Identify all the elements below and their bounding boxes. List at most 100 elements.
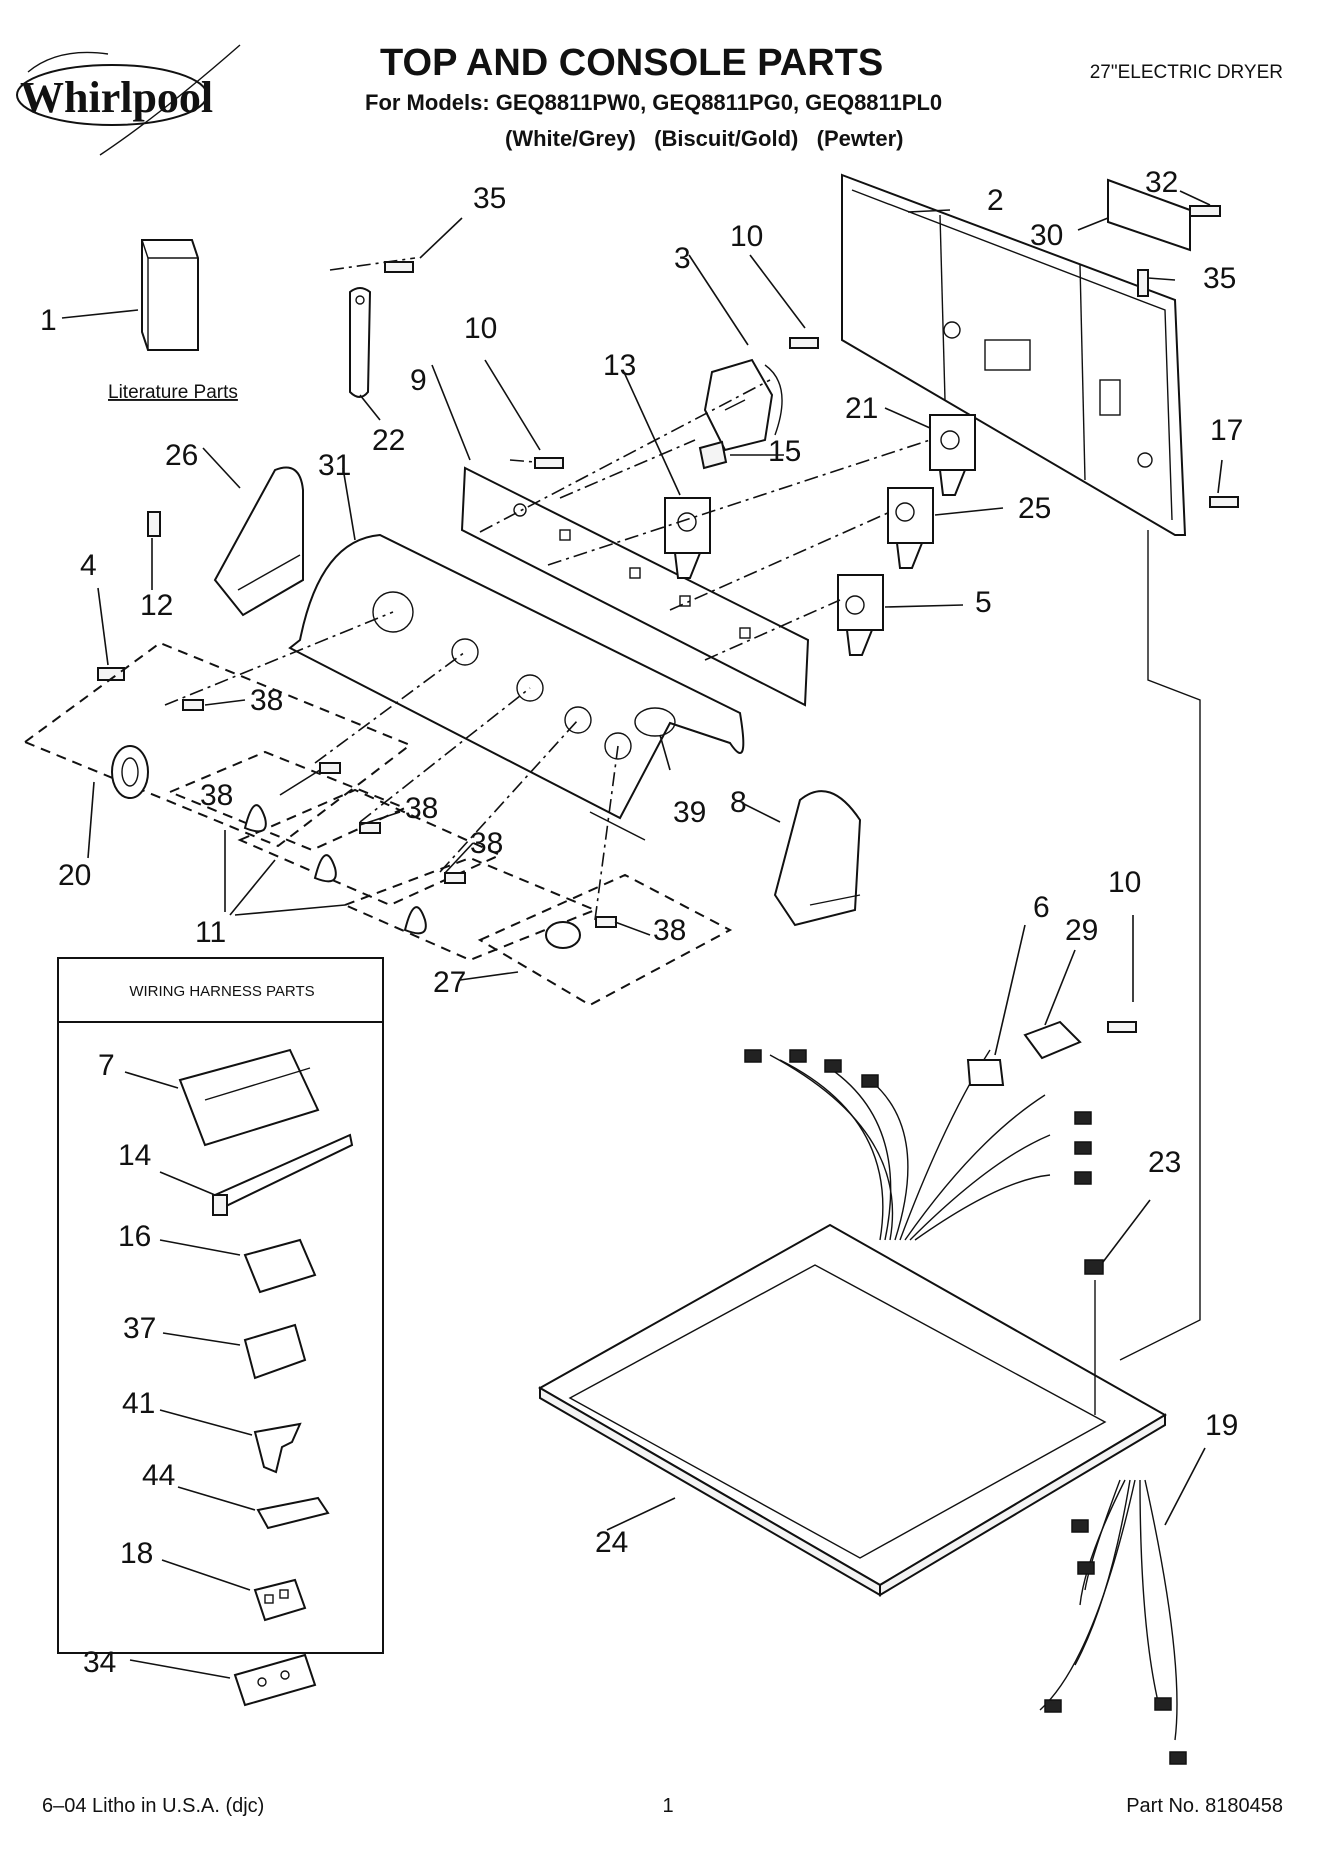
knob-group-outline bbox=[237, 788, 503, 907]
callout-7: 7 bbox=[98, 1049, 115, 1082]
leader-arrows bbox=[61, 190, 1223, 1679]
knob-group-outline bbox=[22, 641, 412, 848]
brand-logo-text: Whirlpool bbox=[20, 73, 213, 122]
bracket-holes bbox=[513, 503, 751, 639]
knob-group-outline bbox=[477, 873, 733, 1007]
callout-1: 1 bbox=[40, 304, 57, 337]
connector-part-18 bbox=[253, 1578, 307, 1622]
wiring-box-title: WIRING HARNESS PARTS bbox=[129, 983, 314, 1000]
callout-2: 2 bbox=[987, 184, 1004, 217]
callout-20: 20 bbox=[58, 859, 91, 892]
callout-35-top: 35 bbox=[473, 182, 506, 215]
wire-clip-23 bbox=[1084, 1259, 1104, 1275]
console-bracket bbox=[460, 466, 810, 707]
callout-numbers: 1 2 3 4 5 6 7 8 9 10 10 10 11 12 13 14 1… bbox=[40, 166, 1243, 1679]
harness-bracket-6 bbox=[966, 1020, 1082, 1086]
wiring-harness-box bbox=[57, 957, 384, 1654]
callout-24: 24 bbox=[595, 1526, 628, 1559]
callout-12: 12 bbox=[140, 589, 173, 622]
callout-23: 23 bbox=[1148, 1146, 1181, 1179]
cable-tie-part-14 bbox=[212, 1133, 354, 1216]
callout-44: 44 bbox=[142, 1459, 175, 1492]
alignment-lines bbox=[164, 257, 931, 921]
clip-part-41 bbox=[253, 1422, 302, 1474]
screw-icon bbox=[1209, 496, 1239, 508]
callout-38-e: 38 bbox=[653, 914, 686, 947]
selector-knob bbox=[313, 854, 337, 883]
literature-label: Literature Parts bbox=[108, 382, 238, 403]
callout-3: 3 bbox=[674, 242, 691, 275]
models-line: For Models: GEQ8811PW0, GEQ8811PG0, GEQ8… bbox=[365, 90, 942, 115]
rotary-switch-25 bbox=[887, 487, 934, 569]
callout-8: 8 bbox=[730, 786, 747, 819]
callout-13: 13 bbox=[603, 349, 636, 382]
callout-34: 34 bbox=[83, 1646, 116, 1679]
callout-4: 4 bbox=[80, 549, 97, 582]
callout-10-harness: 10 bbox=[1108, 866, 1141, 899]
callout-35-right: 35 bbox=[1203, 262, 1236, 295]
callout-14: 14 bbox=[118, 1139, 151, 1172]
rear-console-panel bbox=[841, 173, 1187, 536]
terminal-part-44 bbox=[256, 1496, 330, 1530]
callout-10-mid: 10 bbox=[464, 312, 497, 345]
callout-17: 17 bbox=[1210, 414, 1243, 447]
control-console bbox=[288, 533, 745, 841]
screw-icon bbox=[534, 457, 564, 469]
wire-harness-upper bbox=[744, 1049, 1092, 1241]
callout-38-a: 38 bbox=[250, 684, 283, 717]
literature-parts-icon bbox=[141, 239, 199, 351]
callout-22: 22 bbox=[372, 424, 405, 457]
connector-part-34 bbox=[233, 1653, 317, 1707]
callout-18: 18 bbox=[120, 1537, 153, 1570]
knob-spring bbox=[319, 762, 341, 774]
rotary-switch-5 bbox=[837, 574, 884, 656]
bracket-part bbox=[349, 287, 372, 398]
colors-line: (White/Grey) (Biscuit/Gold) (Pewter) bbox=[505, 126, 903, 151]
knob-spring bbox=[359, 822, 381, 834]
callout-6: 6 bbox=[1033, 891, 1050, 924]
connector-part-37 bbox=[243, 1323, 307, 1380]
control-board-card bbox=[1107, 178, 1191, 252]
callout-32: 32 bbox=[1145, 166, 1178, 199]
callout-30: 30 bbox=[1030, 219, 1063, 252]
page-title: TOP AND CONSOLE PARTS bbox=[380, 42, 883, 84]
callout-10-top: 10 bbox=[730, 220, 763, 253]
product-type: 27"ELECTRIC DRYER bbox=[1090, 62, 1283, 83]
knob-group-outline bbox=[167, 750, 408, 852]
callout-29: 29 bbox=[1065, 914, 1098, 947]
callout-37: 37 bbox=[123, 1312, 156, 1345]
part-number: Part No. 8180458 bbox=[1126, 1795, 1283, 1817]
callout-38-d: 38 bbox=[470, 827, 503, 860]
callout-38-c: 38 bbox=[405, 792, 438, 825]
selector-knob bbox=[243, 804, 267, 833]
knob-group-outline bbox=[342, 856, 598, 962]
connector-part-16 bbox=[243, 1238, 317, 1294]
rotary-switch-21 bbox=[929, 414, 976, 496]
callout-31: 31 bbox=[318, 449, 351, 482]
callout-41: 41 bbox=[122, 1387, 155, 1420]
callout-11: 11 bbox=[195, 916, 226, 949]
callout-38-b: 38 bbox=[200, 779, 233, 812]
litho-note: 6–04 Litho in U.S.A. (djc) bbox=[42, 1795, 264, 1817]
callout-27: 27 bbox=[433, 966, 466, 999]
whirlpool-logo: Whirlpool bbox=[16, 44, 241, 156]
wire-harness-lower bbox=[1039, 1479, 1187, 1765]
callout-19: 19 bbox=[1205, 1409, 1238, 1442]
screw-icon bbox=[789, 337, 819, 349]
selector-knob bbox=[403, 906, 427, 935]
small-clip-part bbox=[698, 440, 728, 470]
page-number: 1 bbox=[662, 1795, 673, 1817]
ground-wire bbox=[1119, 530, 1201, 1361]
dryer-top-panel bbox=[537, 1223, 1167, 1597]
callout-16: 16 bbox=[118, 1220, 151, 1253]
rotary-switch-13 bbox=[664, 497, 711, 579]
timer-knob bbox=[111, 745, 149, 799]
push-button-knob bbox=[545, 921, 581, 949]
callout-5: 5 bbox=[975, 586, 992, 619]
callout-9: 9 bbox=[410, 364, 427, 397]
screw-icon bbox=[1107, 1021, 1137, 1033]
end-cap-left bbox=[213, 466, 304, 617]
knob-spring bbox=[595, 916, 617, 928]
callout-15: 15 bbox=[768, 435, 801, 468]
